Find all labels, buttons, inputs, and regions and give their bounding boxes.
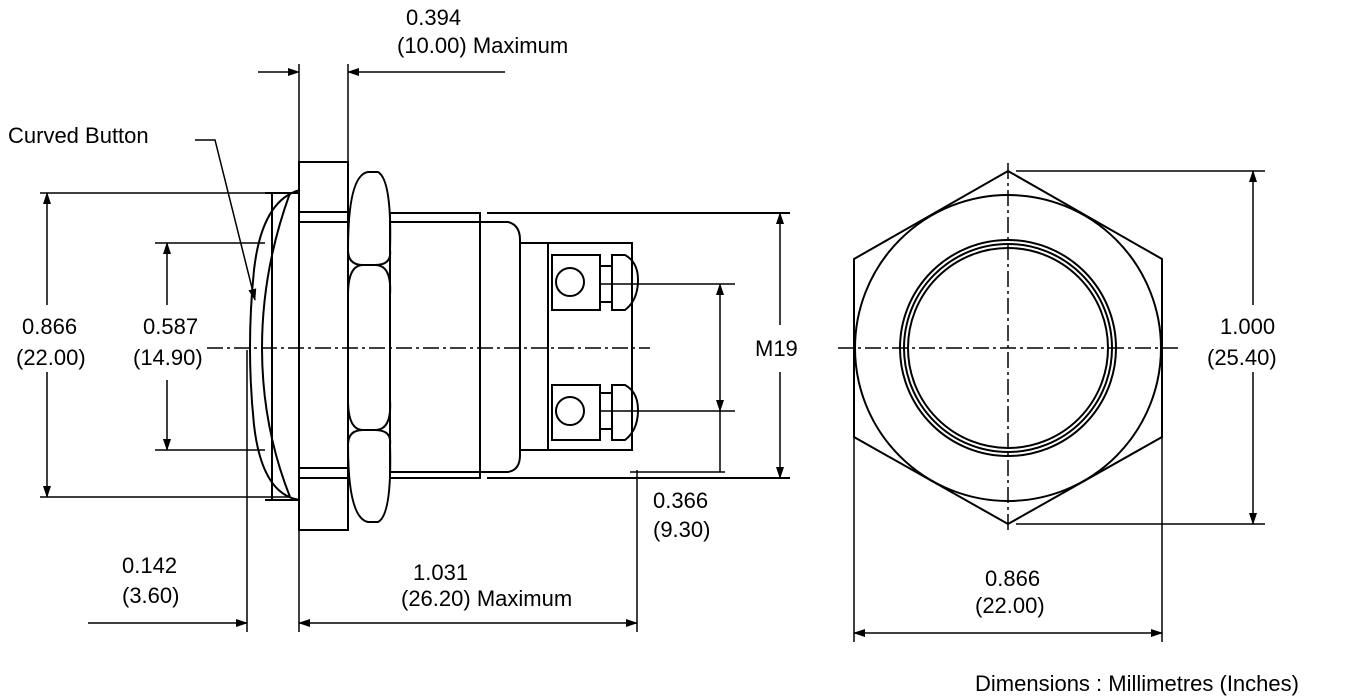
terminal-block: [547, 242, 633, 451]
side-view: [207, 161, 790, 531]
front-view: [838, 163, 1180, 532]
bezel-dia-inches: 0.866: [22, 314, 77, 339]
nut-flats-mm: (22.00): [975, 593, 1045, 618]
terminal-bottom: [551, 384, 640, 441]
button-dia-mm: (14.90): [133, 345, 203, 370]
panel-max-mm: (10.00) Maximum: [397, 33, 568, 58]
button-height-inches: 0.142: [122, 553, 177, 578]
dimension-lines: [40, 64, 1265, 642]
button-dia-inches: 0.587: [143, 314, 198, 339]
nut-side: [346, 171, 392, 523]
nut-corners-inches: 1.000: [1220, 314, 1275, 339]
body-length-mm: (26.20) Maximum: [401, 586, 572, 611]
button-height-mm: (3.60): [122, 583, 179, 608]
nut-corners-mm: (25.40): [1207, 345, 1277, 370]
bezel-dia-mm: (22.00): [16, 345, 86, 370]
body: [389, 212, 481, 479]
curved-button-inner: [260, 192, 291, 498]
thread-label: M19: [755, 336, 798, 361]
panel-max-inches: 0.394: [406, 5, 461, 30]
curved-button-outline: [249, 189, 301, 501]
terminal-pitch-inches: 0.366: [653, 488, 708, 513]
panel-section-bottom: [298, 477, 349, 531]
nut-flats-inches: 0.866: [985, 566, 1040, 591]
body-length-inches: 1.031: [413, 560, 468, 585]
terminal-top: [551, 254, 640, 311]
curved-button-label: Curved Button: [8, 123, 149, 148]
terminal-pitch-mm: (9.30): [653, 517, 710, 542]
panel-section-top: [298, 161, 349, 213]
units-footer: Dimensions : Millimetres (Inches): [975, 671, 1299, 696]
